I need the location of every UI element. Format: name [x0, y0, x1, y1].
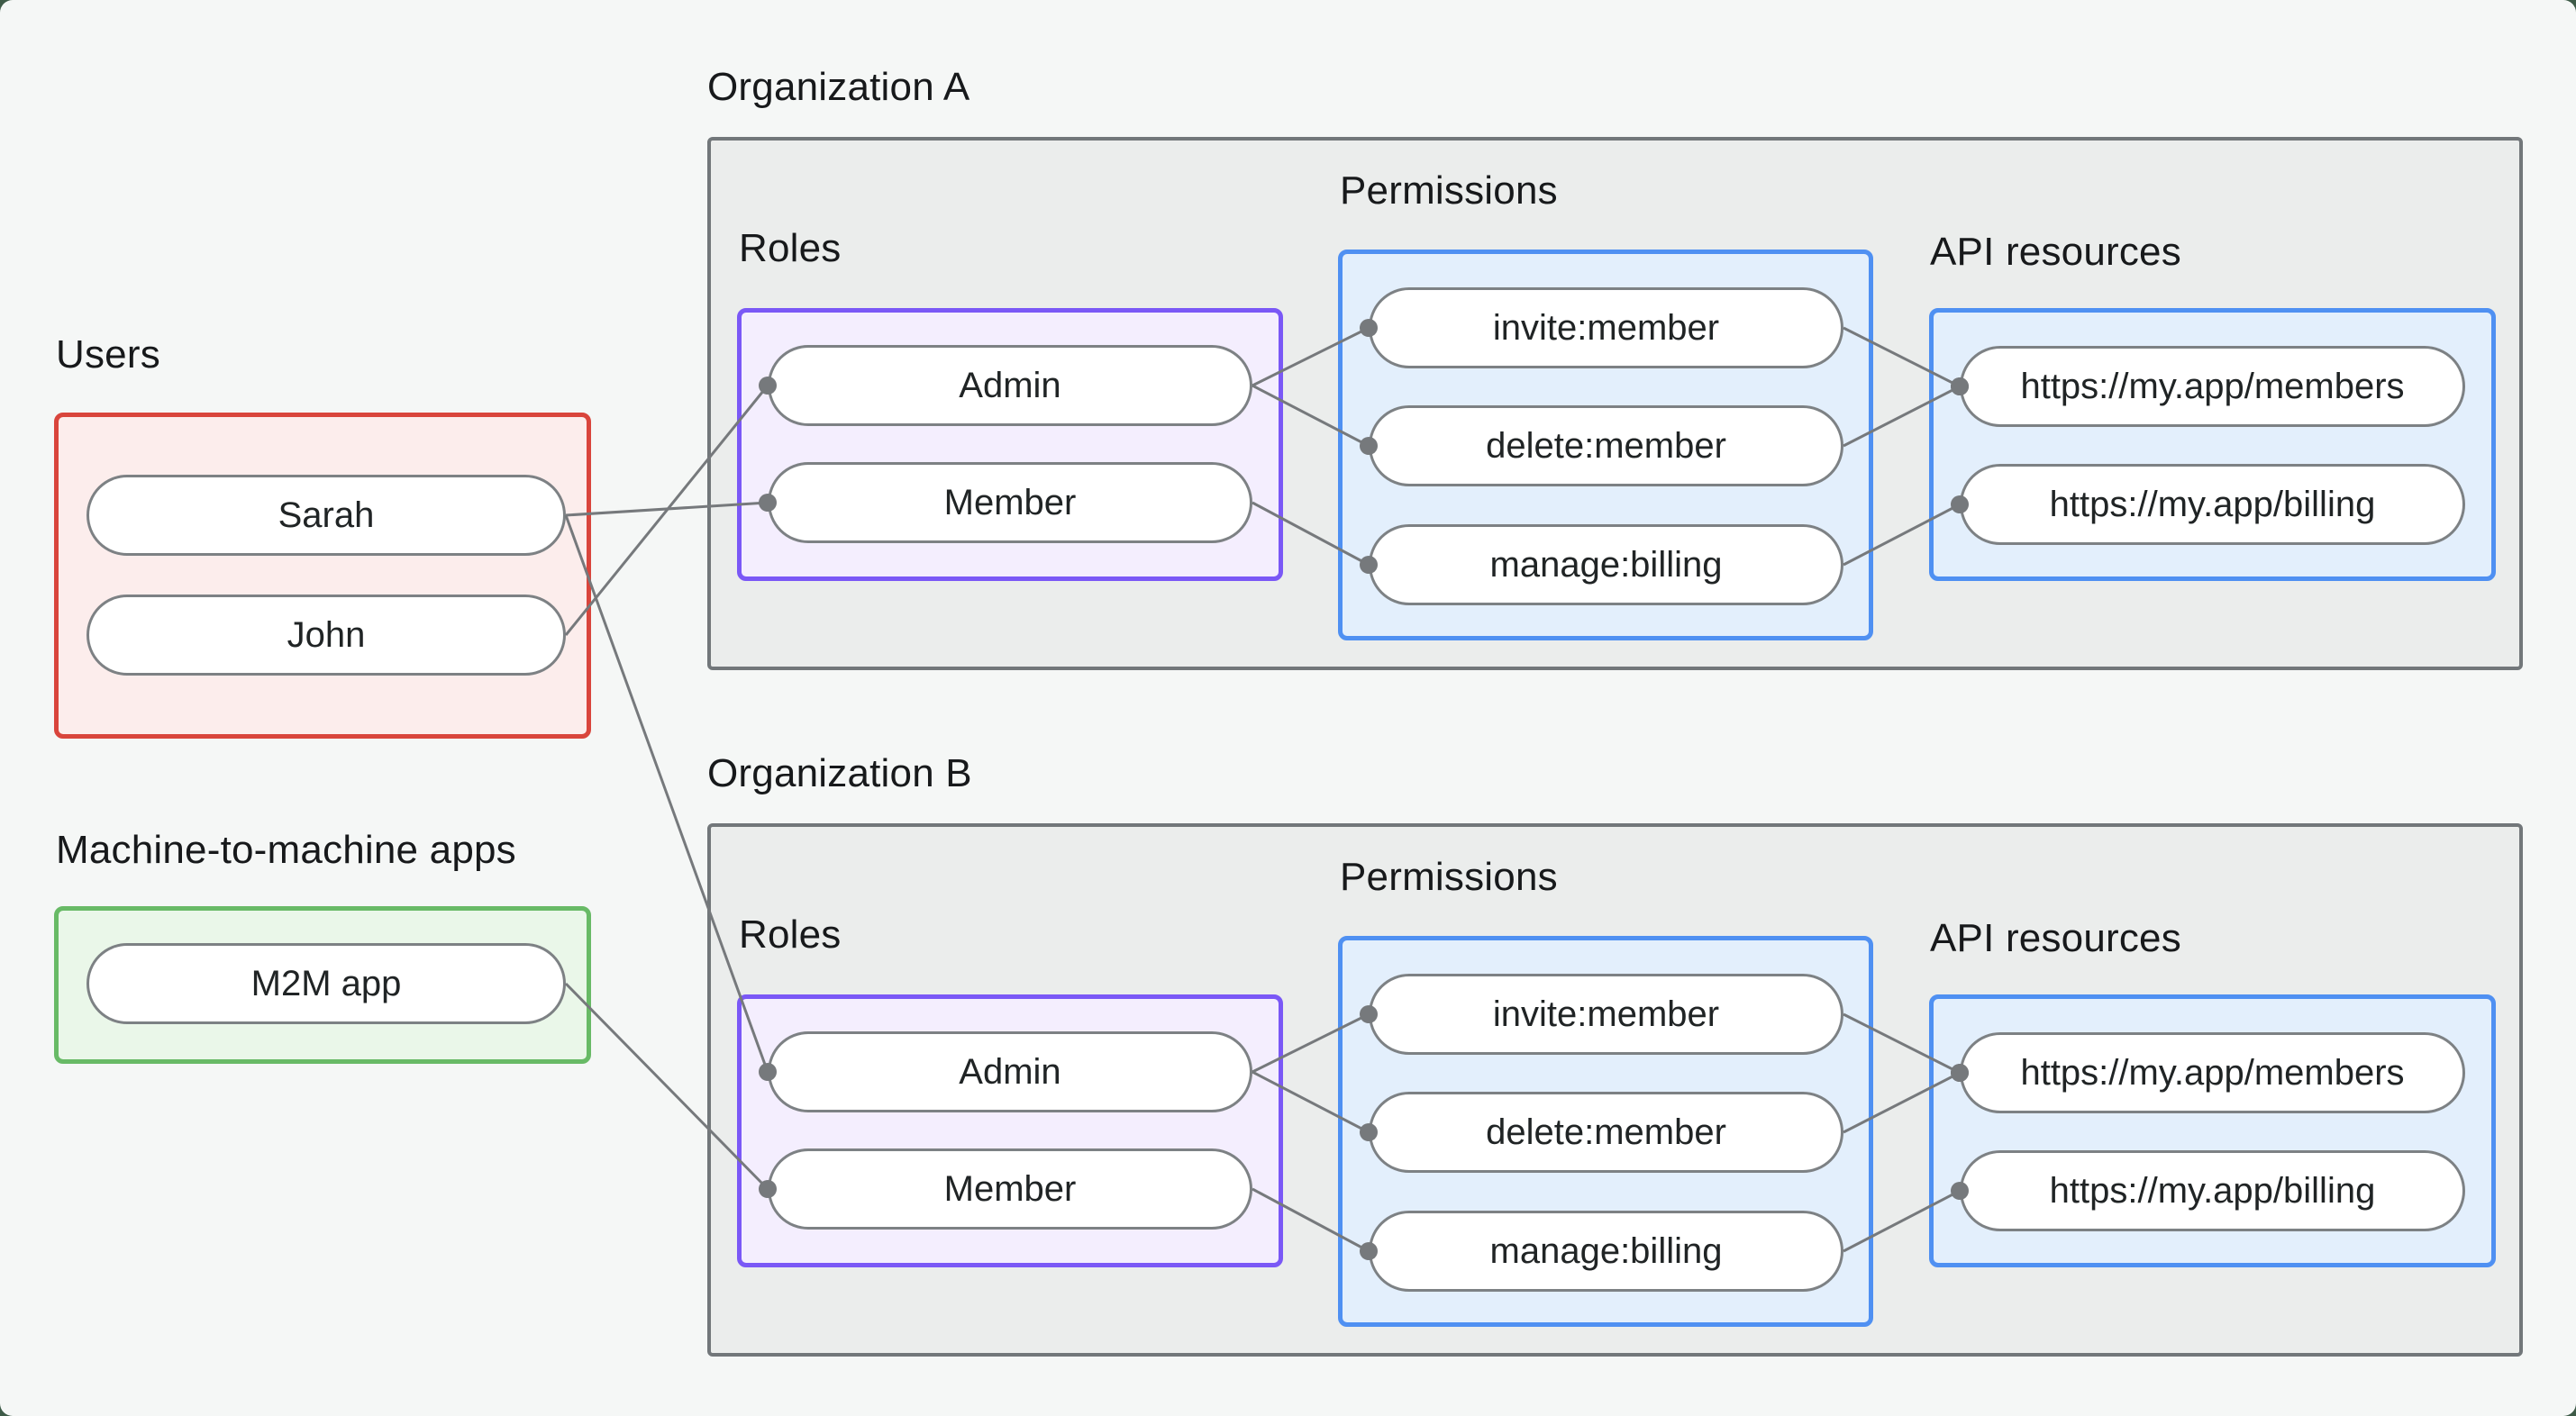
users-group-label: Users [56, 332, 160, 377]
permissions-label: Permissions [1340, 855, 1558, 899]
organization-b: Organization B Roles Admin Member Permis… [0, 686, 2576, 1416]
roles-label: Roles [739, 912, 842, 957]
api-pill-billing: https://my.app/billing [1960, 464, 2465, 545]
m2m-app-pill: M2M app [86, 943, 566, 1024]
permission-pill-delete-member: delete:member [1369, 1092, 1843, 1173]
api-pill-billing: https://my.app/billing [1960, 1150, 2465, 1231]
roles-label: Roles [739, 226, 842, 270]
role-pill-member: Member [768, 462, 1252, 543]
role-pill-admin: Admin [768, 1031, 1252, 1112]
role-pill-admin: Admin [768, 345, 1252, 426]
api-resources-label: API resources [1930, 230, 2181, 274]
user-pill-john: John [86, 595, 566, 676]
role-pill-member: Member [768, 1148, 1252, 1230]
api-resources-label: API resources [1930, 916, 2181, 960]
organization-a-title: Organization A [707, 65, 970, 109]
api-pill-members: https://my.app/members [1960, 1032, 2465, 1113]
m2m-group-label: Machine-to-machine apps [56, 828, 516, 872]
api-pill-members: https://my.app/members [1960, 346, 2465, 427]
organization-b-title: Organization B [707, 751, 972, 795]
permission-pill-delete-member: delete:member [1369, 405, 1843, 486]
permission-pill-invite-member: invite:member [1369, 974, 1843, 1055]
permission-pill-invite-member: invite:member [1369, 287, 1843, 368]
users-group-box [54, 413, 591, 739]
permissions-label: Permissions [1340, 168, 1558, 213]
permission-pill-manage-billing: manage:billing [1369, 524, 1843, 605]
permission-pill-manage-billing: manage:billing [1369, 1211, 1843, 1292]
user-pill-sarah: Sarah [86, 475, 566, 556]
